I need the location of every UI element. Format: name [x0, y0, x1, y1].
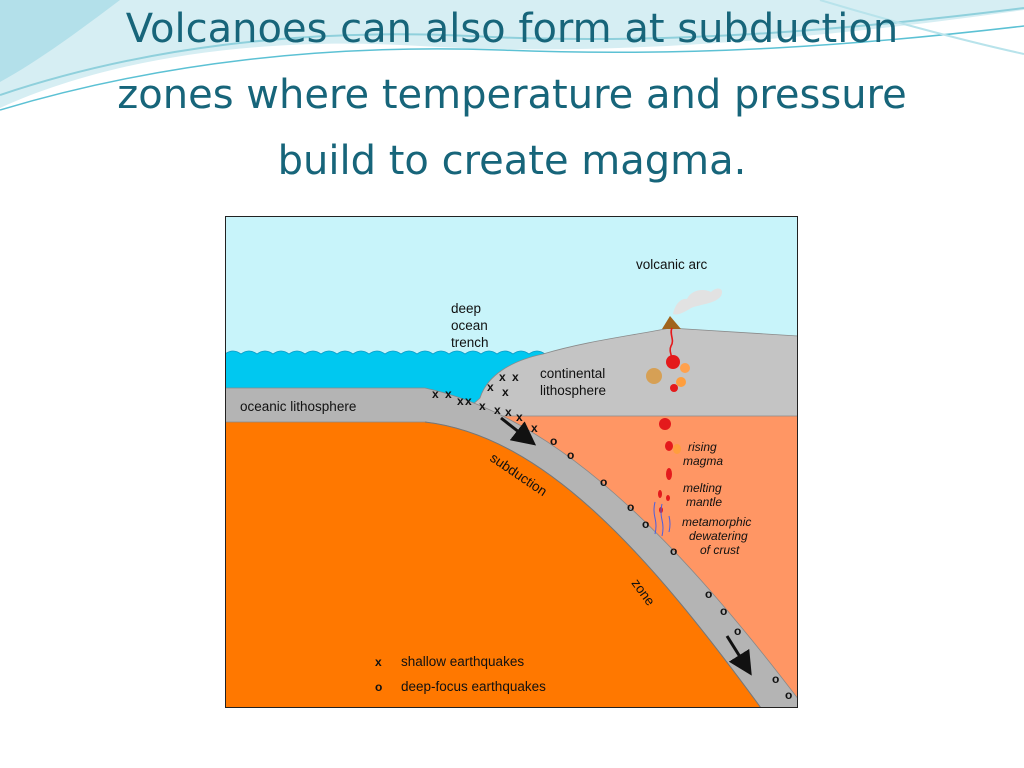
shallow-earthquake-marker: x — [432, 387, 439, 401]
dewatering-wiggle — [660, 503, 664, 537]
shallow-earthquake-marker: x — [487, 380, 494, 394]
legend: x shallow earthquakes o deep-focus earth… — [375, 654, 546, 694]
deep-earthquake-marker: o — [772, 672, 779, 686]
magma-blob — [658, 490, 662, 498]
magma-blob — [676, 377, 686, 387]
slide-title: Volcanoes can also form at subduction zo… — [30, 0, 994, 194]
slide-title-line-2: zones where temperature and pressure — [117, 72, 907, 118]
magma-blob — [680, 363, 690, 373]
lithosphere-boundary — [424, 421, 762, 708]
deep-earthquake-marker: o — [720, 604, 727, 618]
magma-blob — [646, 368, 662, 384]
deep-earthquake-marker: o — [550, 434, 557, 448]
deep-earthquake-marker: o — [670, 544, 677, 558]
shallow-earthquake-marker: x — [494, 403, 501, 417]
shallow-earthquake-marker: x — [516, 410, 523, 424]
magma-blob — [666, 355, 680, 369]
shallow-earthquake-marker: x — [499, 370, 506, 384]
diagram-border — [225, 216, 798, 708]
label-deep-ocean-trench: deep ocean trench — [451, 301, 492, 350]
label-volcanic-arc: volcanic arc — [636, 257, 708, 272]
dewatering-wiggle — [653, 501, 657, 535]
legend-shallow-label: shallow earthquakes — [401, 654, 524, 669]
magma-blob — [673, 444, 681, 454]
volcano-cone — [662, 316, 681, 329]
label-continental-lithosphere: continental lithosphere — [540, 366, 609, 398]
ocean-surface-waves — [225, 350, 546, 355]
shallow-earthquake-marker: x — [445, 387, 452, 401]
deep-earthquake-marker: o — [705, 587, 712, 601]
magma-blob — [666, 495, 670, 501]
deep-earthquake-marker: o — [600, 475, 607, 489]
legend-deep-symbol: o — [375, 680, 382, 694]
deep-earthquake-marker: o — [642, 517, 649, 531]
header-swoosh-decoration — [0, 0, 1024, 111]
subduction-diagram-svg: x x x x x x x x x x x x x o o o o o o o … — [225, 216, 798, 708]
mantle-wedge — [460, 416, 798, 708]
label-oceanic-lithosphere: oceanic lithosphere — [240, 399, 356, 414]
deep-earthquake-marker: o — [734, 624, 741, 638]
shallow-earthquake-marker: x — [505, 405, 512, 419]
shallow-earthquake-marker: x — [479, 399, 486, 413]
magma-blob — [670, 384, 678, 392]
subduction-zone-diagram: x x x x x x x x x x x x x o o o o o o o … — [225, 216, 798, 708]
label-melting-mantle: melting mantle — [683, 481, 725, 509]
magma-blob — [659, 418, 671, 430]
shallow-earthquake-marker: x — [531, 421, 538, 435]
deep-earthquake-marker: o — [627, 500, 634, 514]
shallow-earthquake-marker: x — [512, 370, 519, 384]
legend-shallow-symbol: x — [375, 655, 382, 669]
deep-earthquake-marker: o — [567, 448, 574, 462]
shallow-earthquake-marker: x — [465, 394, 472, 408]
legend-deep-label: deep-focus earthquakes — [401, 679, 546, 694]
subduction-arrow — [500, 416, 537, 446]
subduction-arrow — [725, 635, 752, 676]
label-metamorphic-dewatering: metamorphic dewatering of crust — [682, 515, 755, 557]
shallow-earthquake-marker: x — [502, 385, 509, 399]
deep-earthquake-marker: o — [785, 688, 792, 702]
magma-blob — [666, 468, 672, 480]
shallow-earthquake-marker: x — [457, 394, 464, 408]
volcanic-plume — [673, 288, 723, 315]
magma-blob — [665, 441, 673, 451]
slide-title-line-1: Volcanoes can also form at subduction — [125, 6, 899, 52]
label-rising-magma: rising magma — [683, 440, 723, 468]
dewatering-wiggle — [668, 515, 671, 533]
slide-title-line-3: build to create magma. — [277, 138, 747, 184]
